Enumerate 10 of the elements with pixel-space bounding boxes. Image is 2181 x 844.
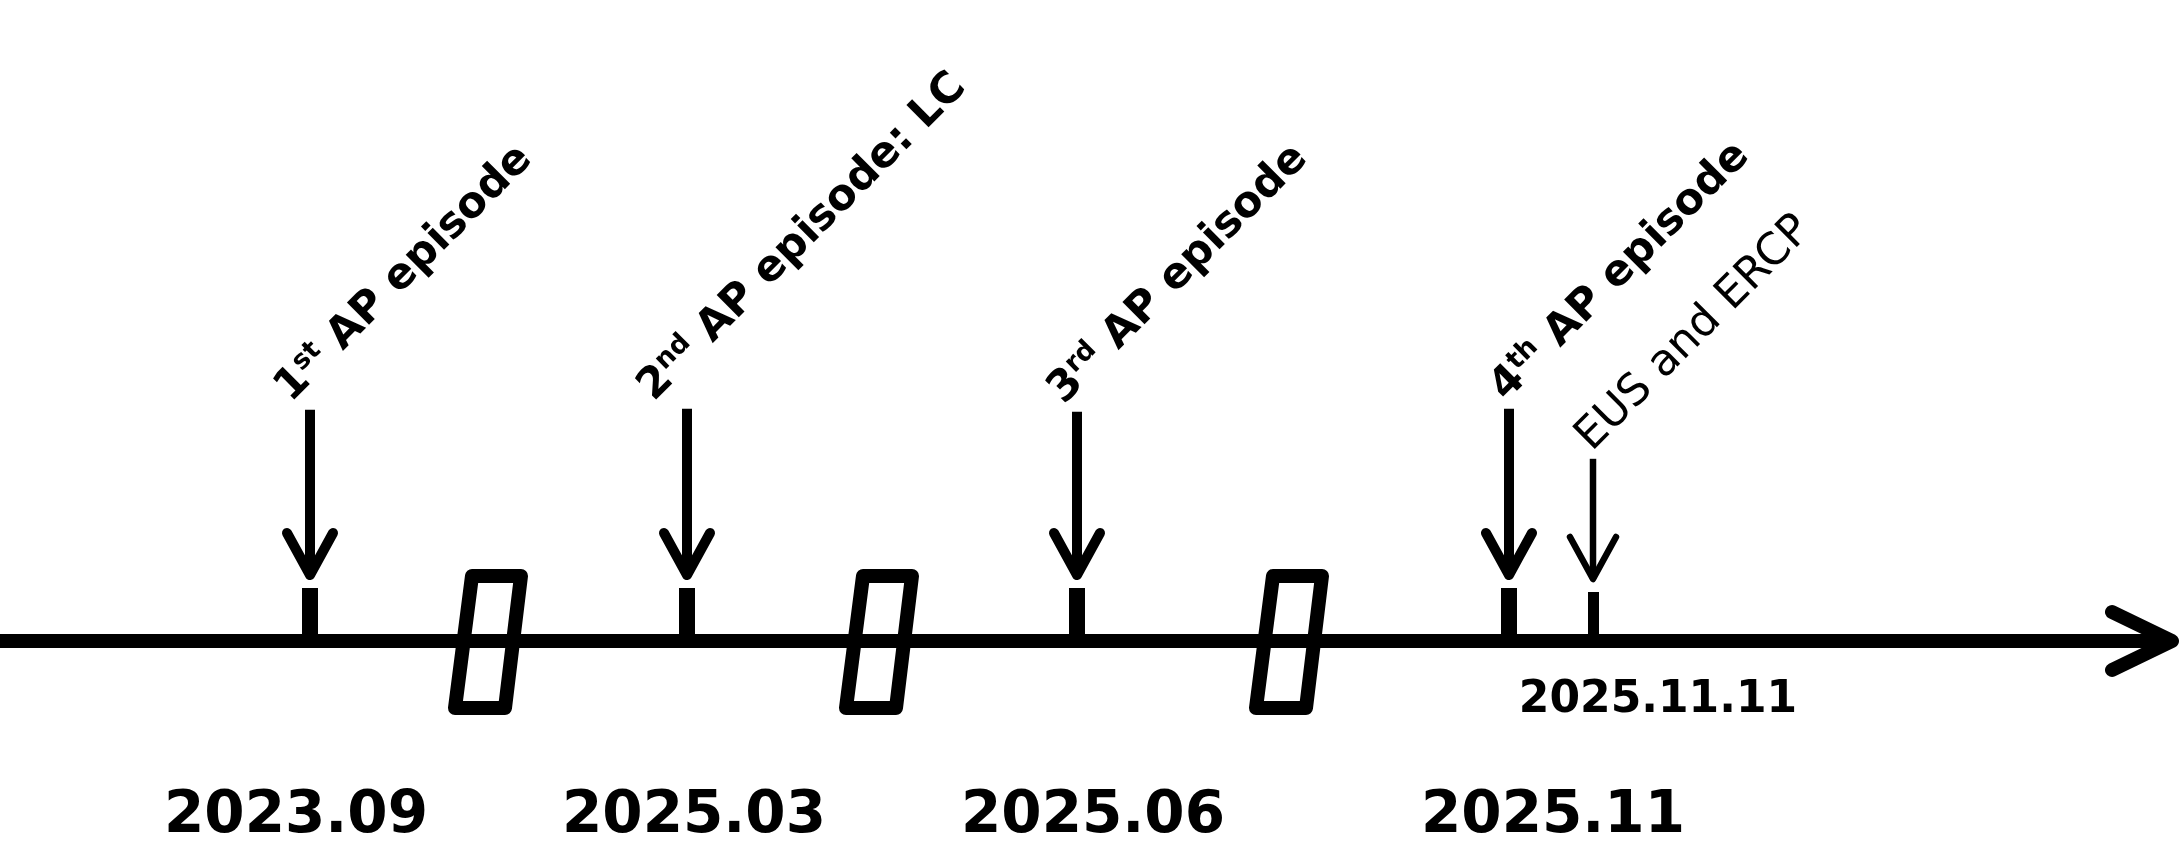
- arrow: [1049, 411, 1105, 580]
- date-label: 2023.09: [163, 782, 429, 841]
- date-label: 2025.11: [1420, 782, 1686, 841]
- arrow: [659, 408, 715, 580]
- date-label: 2025.06: [960, 782, 1226, 841]
- arrow: [1566, 458, 1620, 583]
- arrow: [1481, 408, 1537, 580]
- date-label: 2025.11.11: [1518, 674, 1798, 719]
- arrow: [282, 409, 338, 580]
- date-label: 2025.03: [561, 782, 827, 841]
